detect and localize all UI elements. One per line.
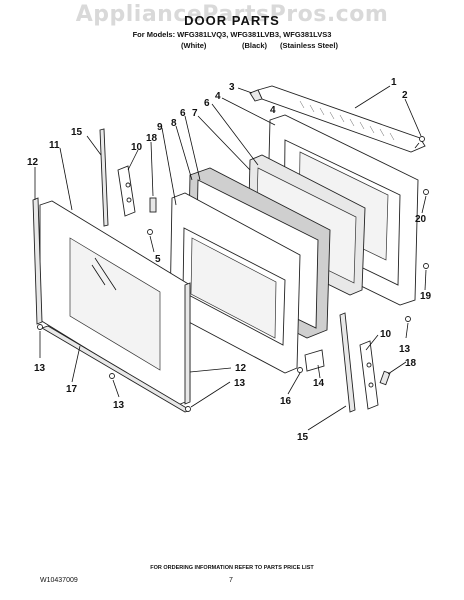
callout-8: 8 bbox=[171, 118, 177, 129]
callout-16: 16 bbox=[280, 396, 292, 407]
callout-15b: 15 bbox=[297, 432, 309, 443]
part-hinge-receiver-left bbox=[149, 197, 157, 213]
callout-7: 7 bbox=[192, 108, 198, 119]
callout-4a: 4 bbox=[215, 91, 221, 102]
part-door-frame bbox=[169, 192, 301, 374]
callout-6a: 6 bbox=[204, 98, 210, 109]
part-screws bbox=[37, 189, 429, 412]
watermark: AppliancePartsPros.com bbox=[75, 2, 389, 27]
callout-labels: 1 2 3 4 6 7 6 8 9 18 10 15 11 12 5 4 20 … bbox=[27, 77, 432, 443]
callout-15a: 15 bbox=[71, 127, 83, 138]
callout-13d: 13 bbox=[113, 400, 125, 411]
callout-10b: 10 bbox=[380, 329, 392, 340]
callout-1: 1 bbox=[391, 77, 397, 88]
part-lock-bracket bbox=[297, 349, 325, 373]
part-screw-top bbox=[414, 136, 425, 149]
callout-2: 2 bbox=[402, 90, 408, 101]
callout-13b: 13 bbox=[234, 378, 246, 389]
part-side-trim-right bbox=[184, 282, 191, 405]
callout-9: 9 bbox=[157, 122, 163, 133]
callout-6b: 6 bbox=[180, 108, 186, 119]
ordering-note: FOR ORDERING INFORMATION REFER TO PARTS … bbox=[150, 565, 314, 571]
callout-13c: 13 bbox=[34, 363, 46, 374]
page-title: DOOR PARTS bbox=[184, 13, 280, 28]
model-list: For Models: WFG381LVQ3, WFG381LVB3, WFG3… bbox=[132, 30, 332, 39]
callout-18b: 18 bbox=[405, 358, 417, 369]
callout-18a: 18 bbox=[146, 133, 158, 144]
variant-stainless: (Stainless Steel) bbox=[280, 41, 338, 50]
callout-19: 19 bbox=[420, 291, 432, 302]
part-hinge-receiver-right bbox=[379, 370, 391, 386]
callout-4b: 4 bbox=[270, 105, 276, 116]
part-vent-baffle bbox=[249, 89, 263, 102]
callout-13a: 13 bbox=[399, 344, 411, 355]
callout-5: 5 bbox=[155, 254, 161, 265]
part-hinge-rail-left bbox=[99, 128, 109, 227]
callout-20: 20 bbox=[415, 214, 427, 225]
part-side-trim-left bbox=[32, 197, 43, 325]
variant-black: (Black) bbox=[242, 41, 268, 50]
variant-white: (White) bbox=[181, 41, 207, 50]
callout-12a: 12 bbox=[27, 157, 39, 168]
callout-3: 3 bbox=[229, 82, 235, 93]
callout-14: 14 bbox=[313, 378, 325, 389]
part-hinge-left bbox=[117, 165, 136, 217]
callout-12b: 12 bbox=[235, 363, 247, 374]
leader-lines bbox=[34, 85, 427, 431]
page-number: 7 bbox=[229, 577, 233, 584]
callout-11: 11 bbox=[49, 140, 60, 151]
part-outer-door-panel bbox=[39, 200, 191, 406]
callout-17: 17 bbox=[66, 384, 78, 395]
part-hinge-right bbox=[359, 340, 379, 410]
document-number: W10437009 bbox=[40, 577, 78, 584]
callout-10a: 10 bbox=[131, 142, 143, 153]
part-hinge-rail-right bbox=[339, 312, 356, 413]
